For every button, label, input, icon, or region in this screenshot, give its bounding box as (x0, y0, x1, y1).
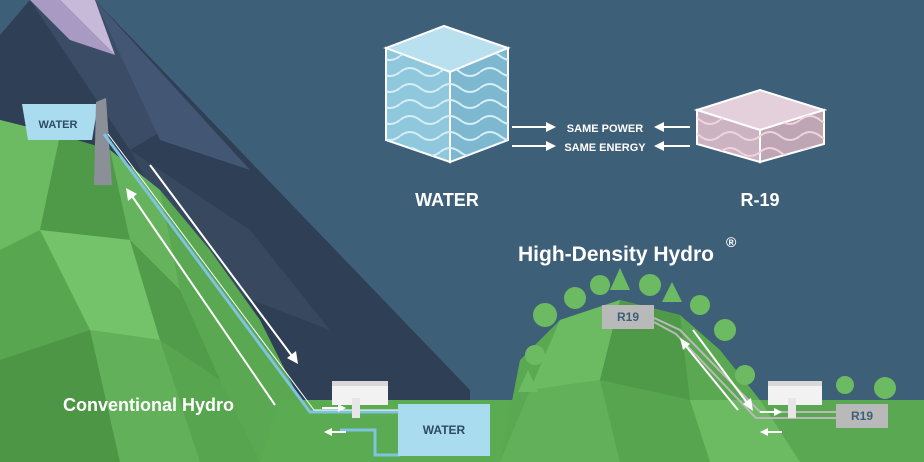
lower-water-reservoir (398, 404, 490, 456)
high-density-title: High-Density Hydro (518, 243, 714, 266)
comparison-arrows (512, 122, 690, 151)
lower-water-label: WATER (423, 423, 466, 437)
right-powerhouse (768, 381, 822, 418)
left-powerhouse (332, 381, 388, 418)
conventional-title: Conventional Hydro (63, 395, 234, 415)
r19-cube-label: R-19 (740, 190, 779, 210)
same-energy-label: SAME ENERGY (564, 142, 646, 154)
hd-flow-arrows (680, 329, 782, 436)
upper-r19-label: R19 (617, 310, 639, 324)
water-cube (383, 24, 511, 164)
upper-water-label: WATER (39, 119, 78, 131)
lower-r19-tank (836, 404, 888, 428)
conventional-upper-reservoir (22, 98, 112, 185)
conventional-flow-arrows (126, 164, 346, 436)
lower-r19-label: R19 (851, 409, 873, 423)
water-cube-label: WATER (415, 190, 479, 210)
right-hill (500, 300, 924, 462)
registered-mark: ® (726, 234, 737, 250)
left-hill (0, 120, 330, 462)
r19-cube (693, 88, 828, 164)
hd-pipe (653, 317, 840, 419)
tree-cluster (518, 268, 896, 399)
conventional-penstock (102, 133, 400, 457)
same-power-label: SAME POWER (567, 123, 643, 135)
upper-r19-tank (602, 305, 654, 329)
